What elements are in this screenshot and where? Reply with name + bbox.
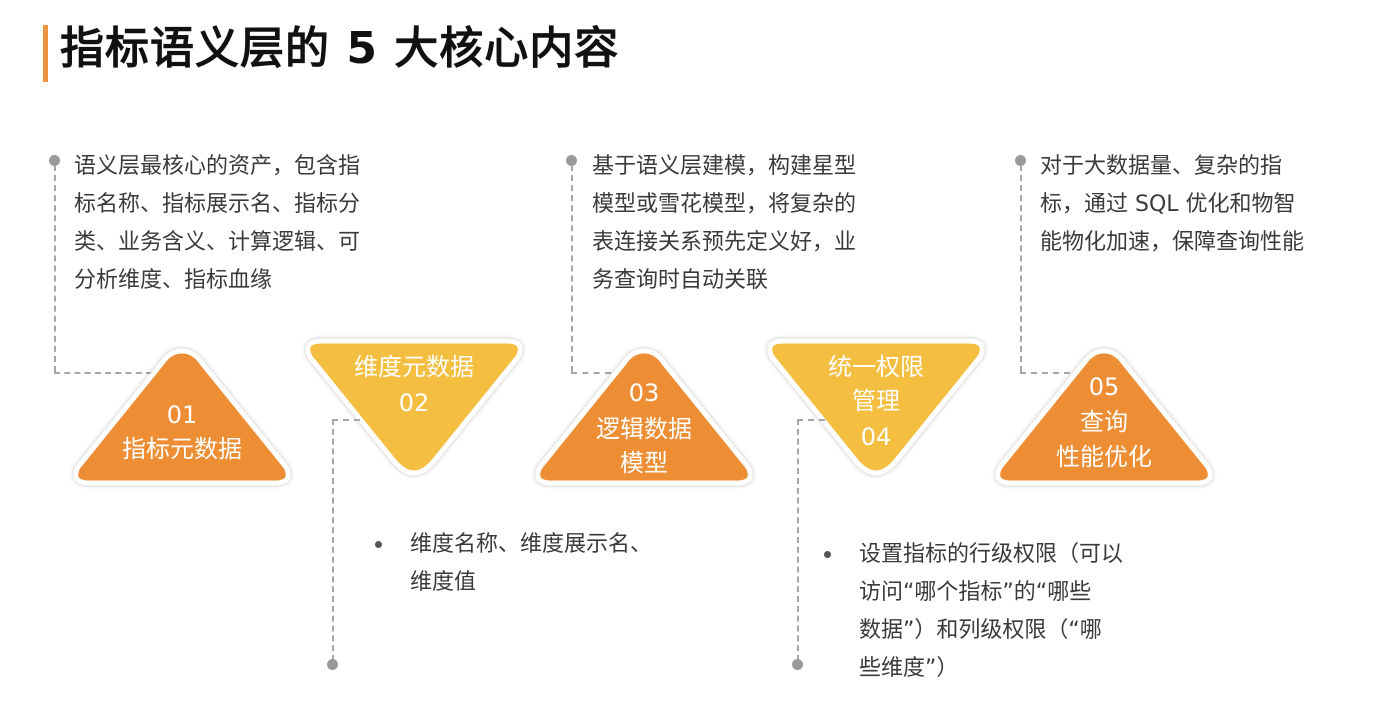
triangle-card-01: 01 指标元数据 — [68, 343, 296, 491]
connector-line-02-vertical — [332, 419, 334, 661]
triangle-label-05-line1: 查询 — [1080, 408, 1128, 436]
description-03: 基于语义层建模，构建星型 模型或雪花模型，将复杂的 表连接关系预先定义好，业 务… — [592, 154, 857, 293]
connector-line-03-vertical — [571, 165, 573, 372]
bullet-04 — [824, 551, 831, 558]
triangle-label-04-line1: 统一权限 — [828, 353, 924, 381]
connector-line-01-horizontal — [54, 372, 152, 374]
connector-dot-02 — [327, 659, 338, 670]
page-title: 指标语义层的 5 大核心内容 — [60, 23, 620, 74]
connector-line-03-horizontal — [571, 372, 611, 374]
triangle-card-04: 统一权限 管理 04 — [762, 333, 990, 479]
description-04: 设置指标的行级权限（可以 访问“哪个指标”的“哪些 数据”）和列级权限（“哪 些… — [859, 542, 1124, 681]
triangle-number-02: 02 — [398, 389, 430, 417]
connector-line-02-horizontal — [332, 419, 360, 421]
connector-dot-05 — [1015, 155, 1026, 166]
triangle-label-05-line2: 性能优化 — [1056, 443, 1152, 471]
triangle-number-04: 04 — [860, 423, 892, 451]
triangle-down-shape — [305, 338, 523, 476]
connector-line-05-horizontal — [1020, 372, 1070, 374]
triangle-label-01: 指标元数据 — [122, 435, 242, 463]
triangle-number-01: 01 — [166, 401, 198, 429]
triangle-up-shape — [535, 348, 753, 486]
title-accent-bar — [43, 25, 48, 82]
triangle-label-03-line2: 模型 — [620, 449, 668, 477]
connector-dot-03 — [566, 155, 577, 166]
connector-line-01-vertical — [54, 165, 56, 372]
triangle-card-03: 03 逻辑数据 模型 — [530, 343, 758, 491]
connector-dot-04 — [792, 659, 803, 670]
connector-dot-01 — [49, 155, 60, 166]
bullet-02 — [375, 541, 382, 548]
connector-line-04-vertical — [797, 419, 799, 661]
description-05: 对于大数据量、复杂的指 标，通过 SQL 优化和物智 能物化加速，保障查询性能 — [1040, 154, 1305, 255]
triangle-up-shape — [995, 348, 1213, 486]
connector-line-05-vertical — [1020, 165, 1022, 372]
description-01: 语义层最核心的资产，包含指 标名称、指标展示名、指标分 类、业务含义、计算逻辑、… — [74, 154, 361, 293]
triangle-card-02: 维度元数据 02 — [300, 333, 528, 479]
description-02: 维度名称、维度展示名、 维度值 — [410, 532, 653, 595]
triangle-number-05: 05 — [1088, 373, 1120, 401]
triangle-label-03-line1: 逻辑数据 — [596, 415, 692, 443]
triangle-up-shape — [73, 348, 291, 486]
triangle-down-shape — [767, 338, 985, 476]
triangle-label-04-line2: 管理 — [852, 387, 900, 415]
triangle-label-02: 维度元数据 — [354, 353, 474, 381]
triangle-card-05: 05 查询 性能优化 — [990, 343, 1218, 491]
triangle-number-03: 03 — [628, 379, 660, 407]
connector-line-04-horizontal — [797, 419, 825, 421]
